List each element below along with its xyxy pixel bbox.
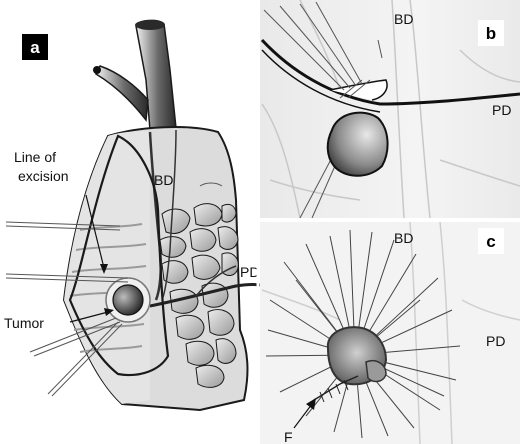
panel-c: BD PD F c (260, 221, 520, 444)
panel-b: BD PD b (260, 0, 520, 219)
panel-c-tag-bg (478, 228, 504, 254)
label-line-of-excision-1: Line of (14, 149, 56, 165)
label-pd-b: PD (492, 102, 511, 118)
f-pointer (293, 403, 313, 429)
mucosal-edge (260, 38, 520, 106)
panel-b-tag: b (486, 24, 496, 43)
panel-b-tissue (261, 0, 520, 219)
bile-duct-opening (135, 20, 165, 30)
panel-c-tag: c (486, 232, 495, 251)
panel-a-tag-bg (22, 34, 48, 60)
tumor-b (326, 111, 389, 177)
label-tumor: Tumor (4, 315, 44, 331)
stay-sutures (5, 221, 129, 397)
tumor-pointer (69, 311, 109, 323)
excision-line (68, 134, 170, 377)
panel-b-bg (260, 0, 520, 218)
panel-a-tag: a (30, 38, 40, 57)
panel-b-threads (263, 1, 383, 219)
defect-lobe (365, 360, 387, 383)
cystic-duct-opening (93, 66, 101, 74)
pancreas-lobules (159, 203, 239, 388)
closure-line (313, 375, 359, 401)
tumor-pointer-head (104, 308, 114, 316)
panel-c-bg (260, 222, 520, 444)
closure-stitches (319, 379, 349, 403)
ampulla-mark (199, 182, 223, 187)
panel-b-tag-bg (478, 20, 504, 46)
tumor (112, 284, 144, 316)
cystic-duct (95, 65, 149, 122)
label-f: F (284, 429, 293, 444)
mucosal-edge-inner (261, 49, 381, 113)
bile-duct-wall (161, 129, 177, 301)
label-bd-c: BD (394, 230, 413, 246)
panel-a: Line of excision BD PD Tumor a (4, 19, 267, 412)
label-bd-a: BD (154, 172, 173, 188)
panel-c-tissue (261, 221, 520, 444)
label-pd-a: PD (240, 264, 259, 280)
excision-pointer (85, 194, 105, 269)
label-bd-b: BD (394, 11, 413, 27)
label-pd-c: PD (486, 333, 505, 349)
excision-pointer-head (100, 264, 108, 274)
f-pointer-head (306, 398, 316, 410)
label-line-of-excision-2: excision (18, 168, 69, 184)
pancreatic-duct-branch (195, 265, 237, 297)
